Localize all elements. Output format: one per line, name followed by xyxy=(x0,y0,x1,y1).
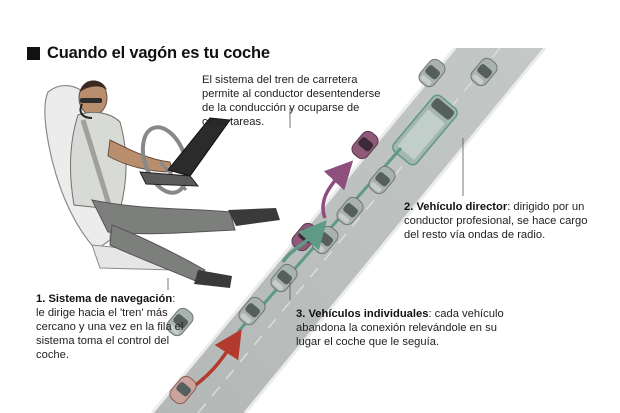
car-icon xyxy=(169,375,197,405)
callout-body: le dirige hacia el 'tren' más cercano y … xyxy=(36,307,184,361)
callout-body: dirigido por un conductor profesional, s… xyxy=(404,201,588,241)
callout-colon: : xyxy=(428,308,432,320)
leader-line xyxy=(167,108,464,300)
driver-reading-laptop-icon xyxy=(44,80,280,288)
callout-colon: : xyxy=(507,201,511,213)
callout-body: cada vehículo abandona la conexión relev… xyxy=(296,308,504,348)
callout-colon: : xyxy=(172,293,176,305)
callout-individual-vehicles: 3. Vehículos individuales: cada vehículo… xyxy=(296,307,511,349)
title-square-icon xyxy=(27,47,40,60)
callout-navigation-system: 1. Sistema de navegación: le dirige haci… xyxy=(36,292,186,362)
callout-heading: 2. Vehículo director xyxy=(404,201,508,213)
leaving-car-icon xyxy=(351,130,379,160)
intro-text: El sistema del tren de carretera permite… xyxy=(202,74,381,128)
page-title: Cuando el vagón es tu coche xyxy=(47,44,270,62)
leader-vehicle-bus-icon xyxy=(392,94,458,166)
callout-heading: 3. Vehículos individuales xyxy=(296,308,429,320)
callout-heading: 1. Sistema de navegación xyxy=(36,293,173,305)
title-block: Cuando el vagón es tu coche xyxy=(27,44,270,63)
callout-leader-vehicle: 2. Vehículo director: dirigido por un co… xyxy=(404,200,599,242)
